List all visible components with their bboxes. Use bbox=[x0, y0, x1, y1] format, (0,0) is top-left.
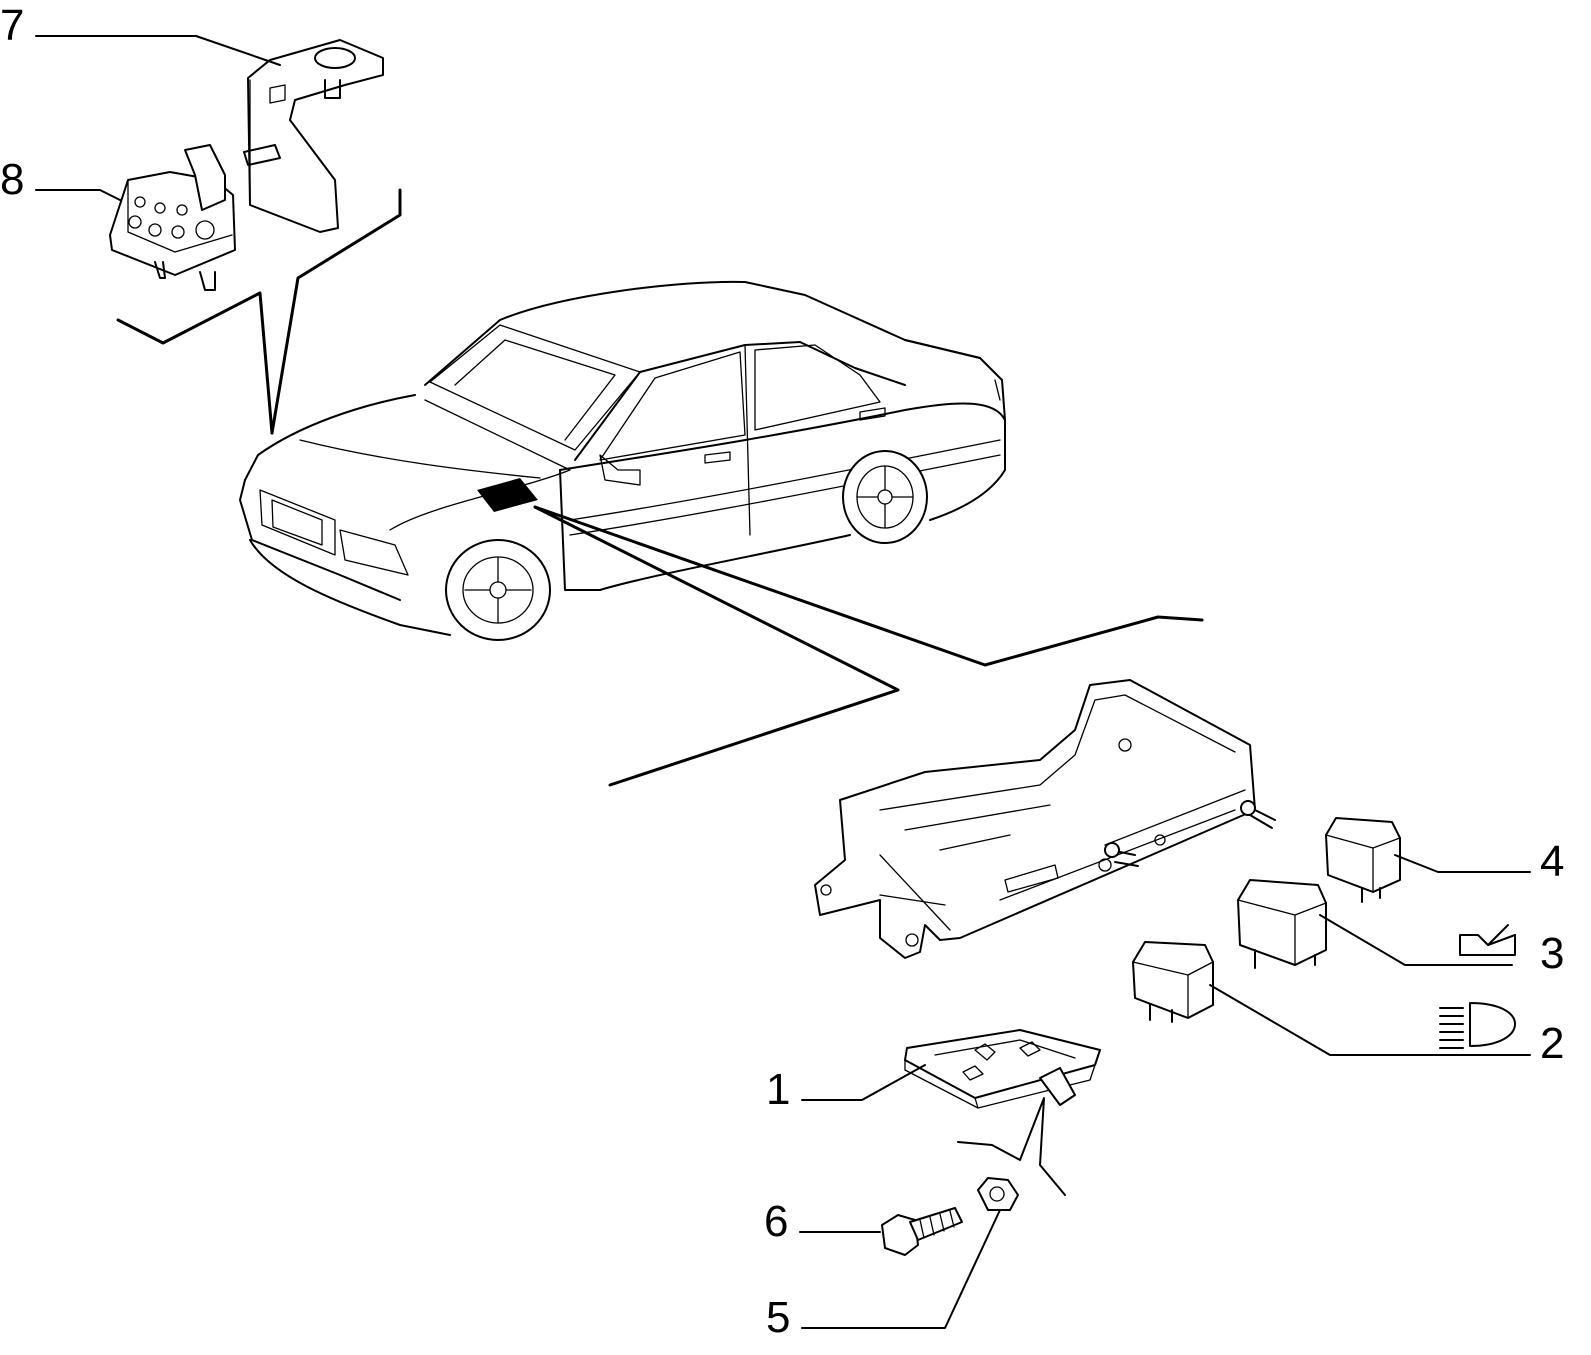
relay-part-2 bbox=[1132, 941, 1214, 1023]
callout-7: 7 bbox=[0, 1, 25, 50]
car-leader-lines bbox=[116, 188, 1204, 787]
callout-3: 3 bbox=[1540, 929, 1565, 978]
support-plate-part-1 bbox=[904, 1029, 1101, 1109]
nut-part-5 bbox=[977, 1177, 1019, 1211]
boot-lid-open-icon bbox=[1459, 924, 1516, 956]
callout-4: 4 bbox=[1540, 837, 1565, 886]
callout-6: 6 bbox=[764, 1197, 789, 1246]
car-illustration bbox=[239, 280, 1006, 641]
callout-2: 2 bbox=[1540, 1019, 1565, 1068]
relay-part-3 bbox=[1237, 879, 1327, 969]
fastener-leader-lines bbox=[957, 1097, 1066, 1196]
headlamp-high-beam-icon bbox=[1439, 1002, 1516, 1049]
callout-8: 8 bbox=[0, 155, 25, 204]
bracket-part-7 bbox=[243, 39, 384, 233]
callout-leaders bbox=[35, 35, 1531, 1329]
relay-part-4 bbox=[1325, 817, 1401, 903]
bolt-part-6 bbox=[881, 1207, 963, 1256]
callout-1: 1 bbox=[766, 1065, 791, 1114]
callout-5: 5 bbox=[766, 1293, 791, 1342]
fuse-holder-part-8 bbox=[109, 144, 236, 291]
relay-carrier-frame bbox=[814, 679, 1276, 959]
